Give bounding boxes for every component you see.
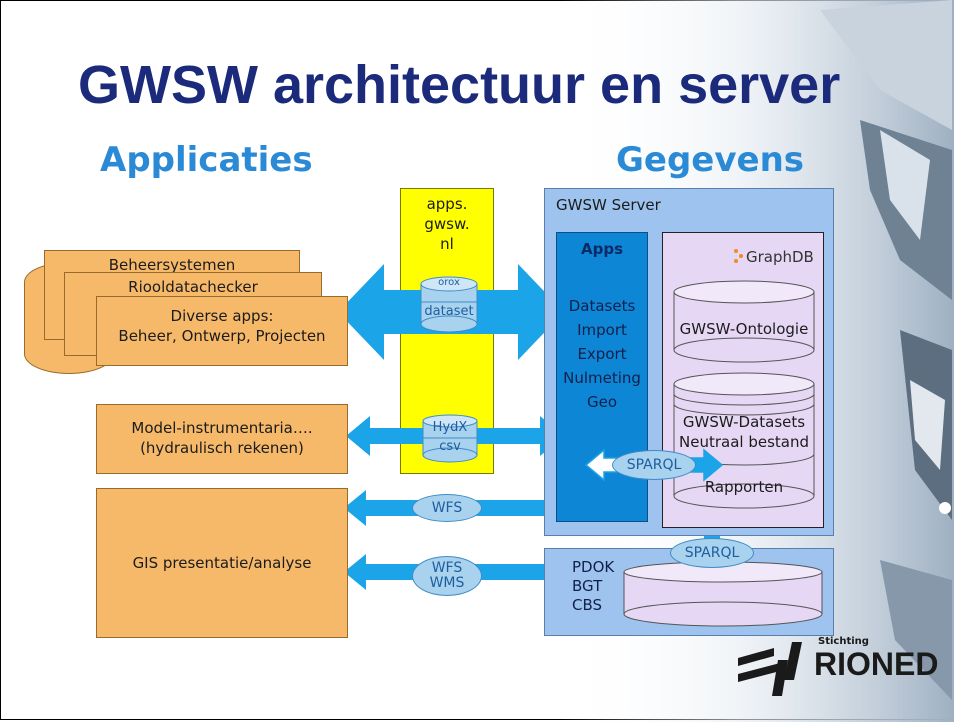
db-rapporten-label: Rapporten (704, 478, 784, 496)
rioned-logo-icon (738, 642, 802, 696)
slide-title: GWSW architectuur en server (78, 55, 841, 115)
external-bgt: BGT (572, 577, 603, 595)
external-cbs: CBS (572, 596, 603, 614)
gis-box (96, 488, 348, 638)
datasets-bottom (673, 483, 815, 509)
apps-item-datasets: Datasets (568, 297, 636, 315)
csv-label: csv (439, 439, 461, 454)
apps-panel-title: Apps (580, 240, 623, 258)
wfs-wms-line-1: WFS (431, 560, 463, 576)
diverse-apps-line-2: Beheer, Ontwerp, Projecten (118, 327, 326, 345)
model-instrumentaria-box (96, 404, 348, 474)
wfs-wms-pill: WFS WMS (412, 556, 482, 596)
diverse-apps-box (96, 296, 348, 366)
graphdb-label: GraphDB (746, 248, 814, 266)
datasets-ring-2 (673, 403, 815, 416)
apps-item-export: Export (577, 345, 627, 363)
riooldatachecker-label: Riooldatachecker (128, 278, 258, 296)
apps-item-import: Import (577, 321, 627, 339)
logo-rioned: RIONED (814, 646, 939, 682)
logo-stichting: Stichting (818, 636, 869, 647)
apps-gwsw-label: apps. gwsw. nl (400, 194, 494, 254)
apps-gwsw-line-2: gwsw. (424, 215, 470, 233)
gwsw-server-title: GWSW Server (556, 196, 661, 214)
hydx-csv-cylinder (422, 414, 478, 463)
external-sources-cylinder (623, 561, 823, 627)
apps-gwsw-line-1: apps. (426, 195, 468, 213)
gis-label: GIS presentatie/analyse (132, 554, 312, 572)
apps-panel-list: Datasets Import Export Nulmeting Geo (556, 294, 648, 414)
apps-item-nulmeting: Nulmeting (563, 369, 641, 387)
ontologie-top (673, 280, 815, 304)
apps-gwsw-line-3: nl (440, 235, 454, 253)
sparql-pill-bottom: SPARQL (670, 538, 754, 568)
external-sources-list: PDOK BGT CBS (572, 558, 614, 615)
datasets-ring-1 (673, 393, 815, 406)
model-line-1: Model-instrumentaria…. (131, 419, 313, 437)
db-datasets-line-1: GWSW-Datasets (682, 413, 806, 431)
datasets-top (673, 372, 815, 396)
beheersystemen-label: Beheersystemen (108, 256, 236, 274)
model-instrumentaria-label: Model-instrumentaria…. (hydraulisch reke… (96, 418, 348, 458)
orox-dataset-cylinder (420, 276, 478, 333)
hydx-label: HydX (432, 420, 468, 435)
ontologie-bottom (673, 337, 815, 363)
db-datasets-line-2: Neutraal bestand (679, 433, 809, 451)
dataset-label: dataset (424, 304, 474, 319)
orox-label: orox (438, 277, 460, 288)
graphdb-databases (673, 280, 815, 509)
wfs-wms-line-2: WMS (429, 575, 465, 591)
db-datasets-label: GWSW-Datasets Neutraal bestand (670, 412, 818, 452)
diverse-apps-label: Diverse apps: Beheer, Ontwerp, Projecten (96, 306, 348, 346)
graphdb-logo-icon (734, 249, 743, 263)
wfs-pill: WFS (412, 494, 482, 522)
diverse-apps-line-1: Diverse apps: (170, 307, 274, 325)
model-line-2: (hydraulisch rekenen) (140, 439, 304, 457)
external-pdok: PDOK (572, 558, 615, 576)
heading-applicaties: Applicaties (100, 140, 313, 180)
heading-gegevens: Gegevens (616, 140, 805, 180)
apps-item-geo: Geo (586, 393, 618, 411)
db-ontologie-label: GWSW-Ontologie (679, 320, 809, 338)
sparql-pill-top: SPARQL (612, 450, 696, 480)
